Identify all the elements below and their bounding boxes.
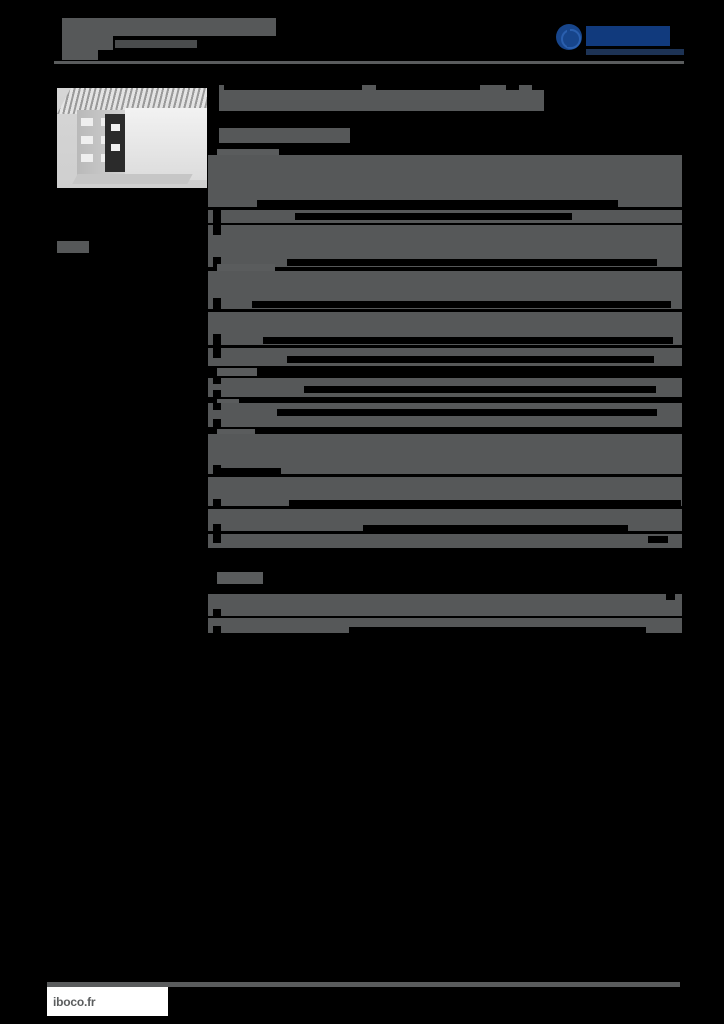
- table-row: [208, 378, 682, 397]
- product-slot: [81, 154, 93, 162]
- row-text-mask: [363, 525, 628, 532]
- table-group-label: [217, 149, 279, 157]
- heading-accent: [219, 85, 224, 91]
- page-header: [0, 0, 724, 70]
- table-row-divider: [208, 531, 682, 534]
- table-row-divider: [208, 506, 682, 509]
- row-text-mask: [213, 626, 221, 633]
- row-text-mask: [213, 298, 221, 309]
- header-divider: [54, 61, 684, 64]
- row-text-mask: [252, 301, 671, 308]
- table-group-label: [217, 429, 255, 437]
- row-text-mask: [213, 609, 221, 616]
- row-text-mask: [213, 534, 221, 543]
- footer-brand-label: iboco.fr: [53, 994, 96, 1009]
- page-footer: iboco.fr: [0, 962, 724, 1024]
- footer-divider: [47, 982, 680, 987]
- row-text-mask: [287, 259, 657, 266]
- heading-accent: [519, 85, 532, 91]
- row-text-mask: [349, 627, 646, 634]
- heading-accent: [362, 85, 376, 91]
- product-photo-base: [72, 174, 193, 184]
- row-text-mask: [213, 403, 221, 410]
- product-photo: [57, 88, 207, 188]
- row-text-mask: [213, 499, 221, 506]
- row-text-mask: [287, 356, 654, 363]
- table-row: [208, 348, 682, 366]
- table-row-divider: [208, 207, 682, 210]
- logo-circle-icon: [556, 24, 582, 50]
- heading-accent: [480, 85, 506, 91]
- table-row: [208, 594, 682, 616]
- table-row-divider: [208, 427, 682, 434]
- row-text-mask: [295, 213, 572, 220]
- row-text-mask: [289, 500, 681, 507]
- table-row: [208, 403, 682, 427]
- row-text-mask: [213, 524, 221, 531]
- row-text-mask: [648, 536, 668, 543]
- brand-logo: [556, 22, 684, 56]
- table-group-label: [217, 264, 275, 272]
- table-row-divider: [208, 223, 682, 225]
- row-text-mask: [213, 257, 221, 267]
- table-row-divider: [208, 616, 682, 618]
- row-text-mask: [213, 210, 221, 223]
- table-row: [208, 312, 682, 345]
- document-title-line-3: [62, 50, 98, 60]
- row-text-mask: [666, 594, 675, 600]
- table-row-divider: [208, 345, 682, 348]
- row-text-mask: [213, 390, 221, 397]
- table-row: [208, 477, 682, 507]
- section-subtitle: [219, 128, 350, 143]
- row-text-mask: [304, 386, 656, 393]
- document-title-line-1: [62, 18, 276, 36]
- table-group-label: [217, 368, 257, 376]
- row-text-mask: [213, 419, 221, 427]
- product-photo-cover-face: [125, 108, 207, 180]
- logo-wordmark: [586, 26, 670, 46]
- table-row: [208, 534, 682, 548]
- row-text-mask: [213, 348, 221, 358]
- product-slot: [111, 144, 120, 151]
- document-subtitle: [115, 40, 197, 48]
- row-text-mask: [263, 337, 673, 344]
- table-row-divider: [208, 267, 682, 271]
- row-text-mask: [213, 334, 221, 345]
- table-row-divider: [208, 397, 682, 403]
- row-text-mask: [277, 409, 657, 416]
- product-photo-inner-shadow: [105, 114, 127, 172]
- product-slot: [81, 136, 93, 144]
- product-slot: [111, 124, 120, 131]
- table-row: [208, 271, 682, 309]
- table-row: [208, 155, 682, 207]
- table-row: [208, 509, 682, 532]
- table-row: [208, 618, 682, 634]
- table-row-divider: [208, 309, 682, 312]
- table-row-divider: [208, 366, 682, 378]
- document-title-line-2: [62, 36, 113, 50]
- product-caption-label: [57, 241, 89, 253]
- row-text-mask: [213, 225, 221, 235]
- row-text-mask: [257, 200, 618, 207]
- table-row: [208, 434, 682, 475]
- product-slot: [81, 118, 93, 126]
- row-text-mask: [213, 378, 221, 384]
- footer-brand[interactable]: iboco.fr: [47, 987, 168, 1016]
- table-row: [208, 210, 682, 223]
- row-text-mask: [216, 468, 281, 475]
- table-row-divider: [208, 474, 682, 477]
- table-row: [208, 225, 682, 267]
- secondary-table-label: [217, 572, 263, 584]
- logo-tagline: [586, 49, 684, 55]
- page-title: [219, 90, 544, 111]
